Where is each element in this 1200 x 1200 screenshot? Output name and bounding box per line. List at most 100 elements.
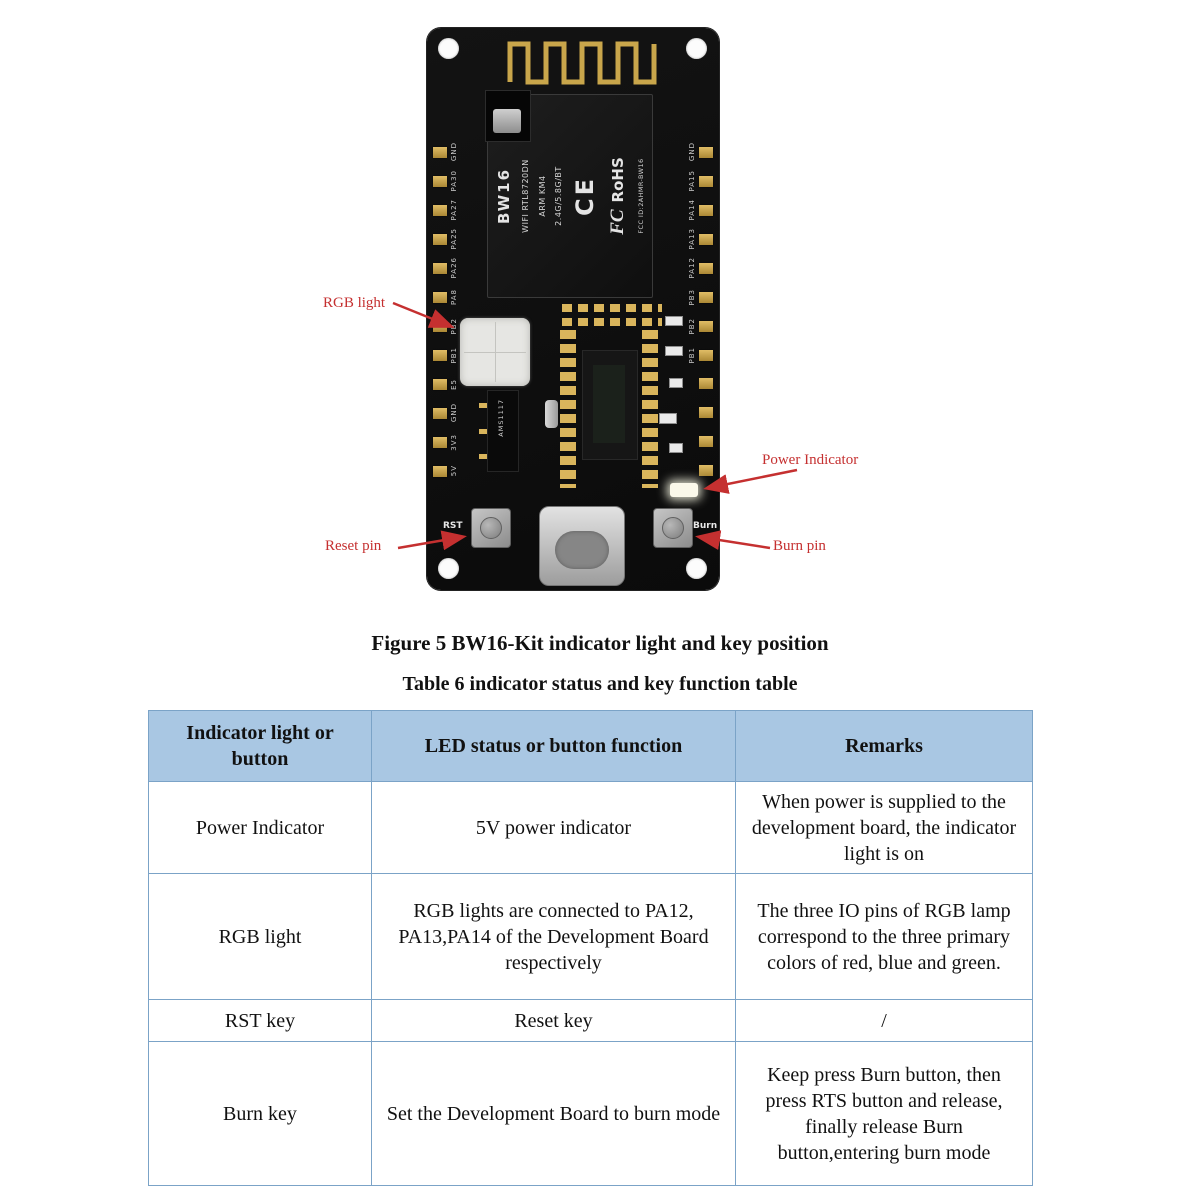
figure-caption: Figure 5 BW16-Kit indicator light and ke… — [371, 631, 829, 655]
table-caption: Table 6 indicator status and key functio… — [402, 673, 798, 695]
table-row: RGB light RGB lights are connected to PA… — [148, 873, 1033, 1000]
pin-pad — [433, 175, 447, 187]
pin-left-0: GND — [433, 142, 458, 162]
cell-rst-function: Reset key — [371, 999, 736, 1042]
header-remarks: Remarks — [735, 710, 1033, 782]
pin-right-5: PB3 — [688, 289, 713, 305]
mounting-hole — [438, 38, 459, 59]
solder-pad-column — [642, 330, 658, 488]
module-wifi-line: WIFI RTL8720DN — [520, 159, 530, 233]
cell-rst-key: RST key — [148, 999, 372, 1042]
cell-power-function: 5V power indicator — [371, 781, 736, 874]
pin-pad — [433, 349, 447, 361]
pin-pad — [699, 291, 713, 303]
pin-pad — [433, 378, 447, 390]
pin-left-3: PA25 — [433, 228, 458, 250]
pin-pad — [699, 204, 713, 216]
pin-right-2: PA14 — [688, 199, 713, 221]
solder-pad-row — [562, 304, 662, 312]
pin-pad — [699, 378, 713, 389]
pin-left-6: PB2 — [433, 318, 458, 334]
pin-pad — [433, 204, 447, 216]
pin-pad — [699, 320, 713, 332]
voltage-regulator: AMS1117 — [479, 390, 519, 472]
header-led-status: LED status or button function — [371, 710, 736, 782]
table-row: RST key Reset key / — [148, 999, 1033, 1042]
pin-pad — [433, 233, 447, 245]
mounting-hole — [438, 558, 459, 579]
pin-left-10: 3V3 — [433, 434, 458, 450]
power-indicator-callout: Power Indicator — [762, 452, 859, 468]
pin-left-1: PA30 — [433, 170, 458, 192]
crystal-oscillator — [545, 400, 558, 428]
pin-pad — [433, 320, 447, 332]
solder-pad-column — [560, 330, 576, 488]
pin-right-4: PA12 — [688, 257, 713, 279]
pin-right-6: PB2 — [688, 318, 713, 334]
rf-connector — [485, 90, 531, 142]
rohs-mark: RoHS — [609, 157, 628, 203]
header-indicator: Indicator light or button — [148, 710, 372, 782]
regulator-label: AMS1117 — [497, 399, 505, 437]
pin-pad — [433, 262, 447, 274]
pin-left-7: PB1 — [433, 347, 458, 363]
rgb-light-callout: RGB light — [323, 295, 386, 311]
smd-component — [669, 443, 683, 453]
pin-pad — [699, 146, 713, 158]
cell-rgb-function: RGB lights are connected to PA12, PA13,P… — [371, 873, 736, 1000]
smd-component — [669, 378, 683, 388]
pin-right-7: PB1 — [688, 347, 713, 363]
cell-burn-key: Burn key — [148, 1041, 372, 1186]
cell-power-remarks: When power is supplied to the developmen… — [735, 781, 1033, 874]
pin-right-1: PA15 — [688, 170, 713, 192]
module-arm-line: ARM KM4 — [537, 175, 547, 217]
table-row: Power Indicator 5V power indicator When … — [148, 781, 1033, 874]
pin-pad — [699, 175, 713, 187]
usb-c-port — [539, 506, 625, 586]
pin-left-2: PA27 — [433, 199, 458, 221]
rst-silkscreen-label: RST — [443, 521, 463, 531]
cell-burn-remarks: Keep press Burn button, then press RTS b… — [735, 1041, 1033, 1186]
pin-pad — [699, 233, 713, 245]
rgb-led — [460, 318, 530, 386]
burn-silkscreen-label: Burn — [693, 521, 718, 531]
table-row: Burn key Set the Development Board to bu… — [148, 1041, 1033, 1186]
table-header-row: Indicator light or button LED status or … — [148, 710, 1033, 782]
pin-pad — [699, 349, 713, 361]
pin-left-4: PA26 — [433, 257, 458, 279]
fcc-mark-icon: FC — [607, 209, 629, 235]
smd-component — [665, 316, 683, 326]
pin-pad — [433, 407, 447, 419]
module-name: BW16 — [495, 167, 513, 225]
pcb-antenna-icon — [507, 41, 657, 85]
pin-pad — [699, 262, 713, 274]
bw16-dev-board: BW16 WIFI RTL8720DN ARM KM4 2.4G/5.8G/BT… — [427, 28, 719, 590]
pin-left-5: PA8 — [433, 289, 458, 305]
mounting-hole — [686, 38, 707, 59]
smd-component — [659, 413, 677, 424]
pin-left-9: GND — [433, 403, 458, 423]
pin-pad — [433, 146, 447, 158]
cell-rgb-remarks: The three IO pins of RGB lamp correspond… — [735, 873, 1033, 1000]
burn-pin-callout: Burn pin — [773, 538, 826, 554]
cell-burn-function: Set the Development Board to burn mode — [371, 1041, 736, 1186]
module-band-line: 2.4G/5.8G/BT — [554, 166, 564, 226]
fcc-id-text: FCC ID:2AHMR-BW16 — [636, 158, 645, 234]
cell-rst-remarks: / — [735, 999, 1033, 1042]
smd-component — [665, 346, 683, 356]
pin-pad — [699, 436, 713, 447]
ce-mark-icon: CE — [571, 176, 600, 217]
pin-left-8: E5 — [433, 378, 458, 390]
reset-pin-callout: Reset pin — [325, 538, 382, 554]
pin-pad — [433, 291, 447, 303]
indicator-function-table: Indicator light or button LED status or … — [148, 710, 1033, 1186]
pin-right-3: PA13 — [688, 228, 713, 250]
pin-pad — [699, 407, 713, 418]
pin-pad — [433, 436, 447, 448]
rst-button — [471, 508, 511, 548]
mounting-hole — [686, 558, 707, 579]
solder-pad-row — [562, 318, 662, 326]
pin-right-0: GND — [688, 142, 713, 162]
cell-power-indicator: Power Indicator — [148, 781, 372, 874]
usb-uart-chip — [582, 350, 638, 460]
